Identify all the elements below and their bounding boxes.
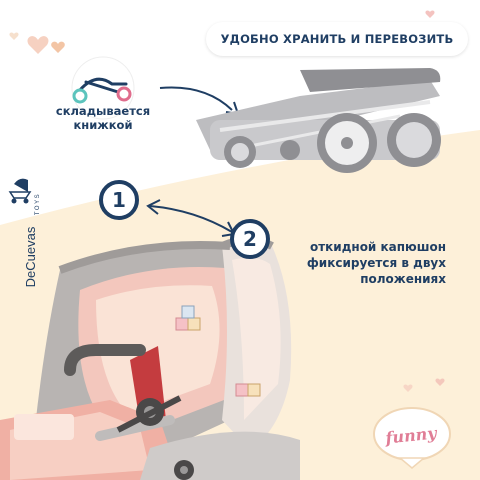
hood-caption-line-2: фиксируется в двух [306,256,446,270]
stroller-photo [0,236,300,480]
heart-icon [403,384,413,392]
collection-badge [373,407,451,469]
brand-name: DeCuevas [23,226,38,288]
fold-caption-line-2: книжкой [73,118,133,132]
step-number: 2 [243,227,257,251]
heart-icon [51,41,65,53]
step-badge-2: 2 [230,219,270,259]
headline-text: УДОБНО ХРАНИТЬ И ПЕРЕВОЗИТЬ [220,32,454,46]
fold-caption: складывается книжкой [42,104,164,132]
heart-icon [9,32,19,40]
hood-caption: откидной капюшон фиксируется в двух поло… [298,239,446,287]
headline-pill: УДОБНО ХРАНИТЬ И ПЕРЕВОЗИТЬ [206,22,468,56]
hood-caption-line-3: положениях [360,272,446,286]
step-badge-1: 1 [99,180,139,220]
folded-stroller-icon [71,56,135,120]
heart-icon [435,378,445,386]
heart-icon [425,10,435,18]
folded-stroller-photo [196,68,441,173]
heart-icon [27,36,49,54]
fold-caption-line-1: складывается [55,104,151,118]
stroller-logo-icon [8,178,32,204]
hood-caption-line-1: откидной капюшон [309,240,446,254]
brand-sub: TOYS [35,192,41,216]
step-number: 1 [112,188,126,212]
curved-arrow-icon [159,86,240,116]
